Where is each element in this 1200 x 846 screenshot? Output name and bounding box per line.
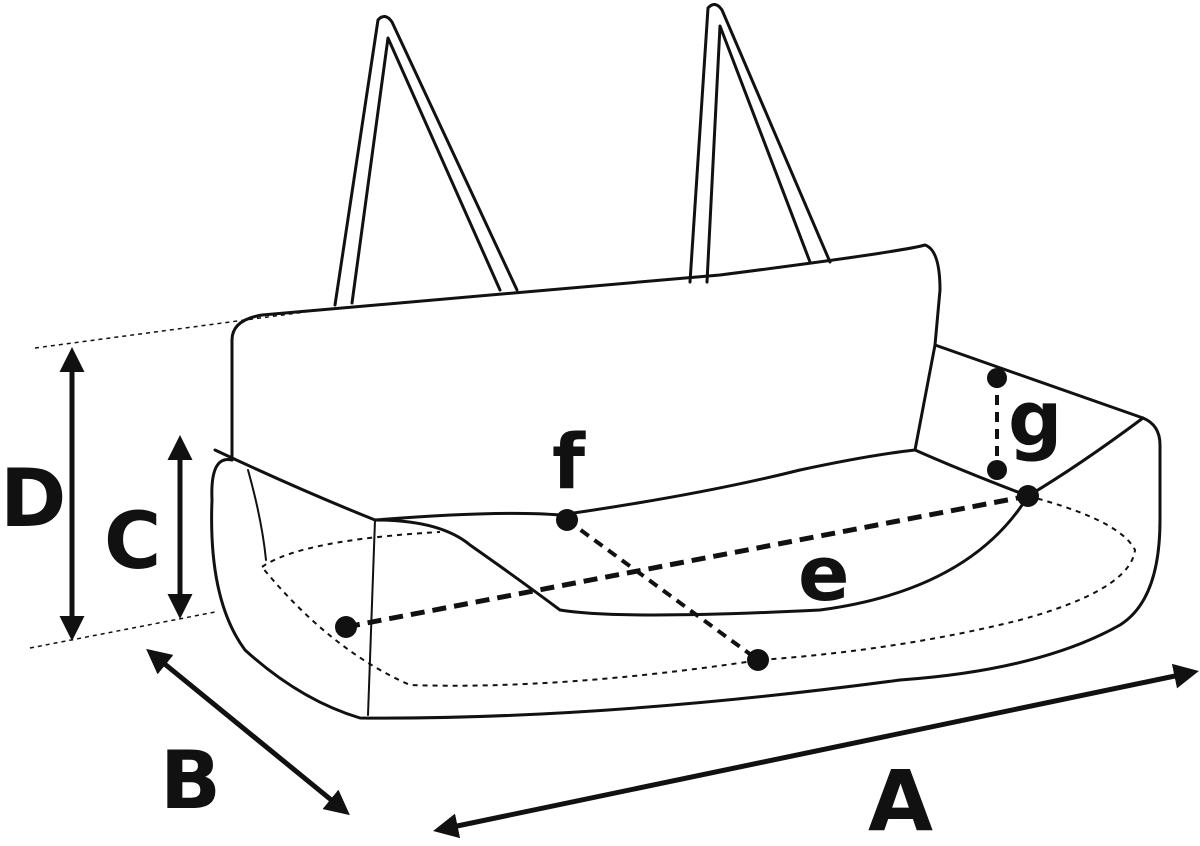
e-end-point xyxy=(1017,485,1039,507)
label-c: C xyxy=(104,497,161,587)
label-d: D xyxy=(0,452,66,545)
g-top-point xyxy=(987,368,1007,388)
label-f: f xyxy=(552,417,586,506)
b-dimension-arrow xyxy=(146,648,350,816)
backrest xyxy=(230,243,942,462)
label-b: B xyxy=(160,734,221,827)
left-strap xyxy=(333,15,519,307)
front-lip xyxy=(213,448,1030,617)
label-a: A xyxy=(868,752,933,846)
e-measurement-line xyxy=(345,493,1029,630)
e-start-point xyxy=(335,616,357,638)
label-e: e xyxy=(798,529,850,618)
right-strap xyxy=(688,3,832,284)
f-end-point xyxy=(747,649,769,671)
right-side-wall xyxy=(898,343,1162,682)
f-start-point xyxy=(556,509,578,531)
f-measurement-line xyxy=(565,518,760,662)
hidden-base-outline xyxy=(261,495,1137,687)
a-dimension-arrow xyxy=(433,663,1199,839)
label-g: g xyxy=(1008,374,1062,463)
g-bottom-point xyxy=(987,460,1007,480)
